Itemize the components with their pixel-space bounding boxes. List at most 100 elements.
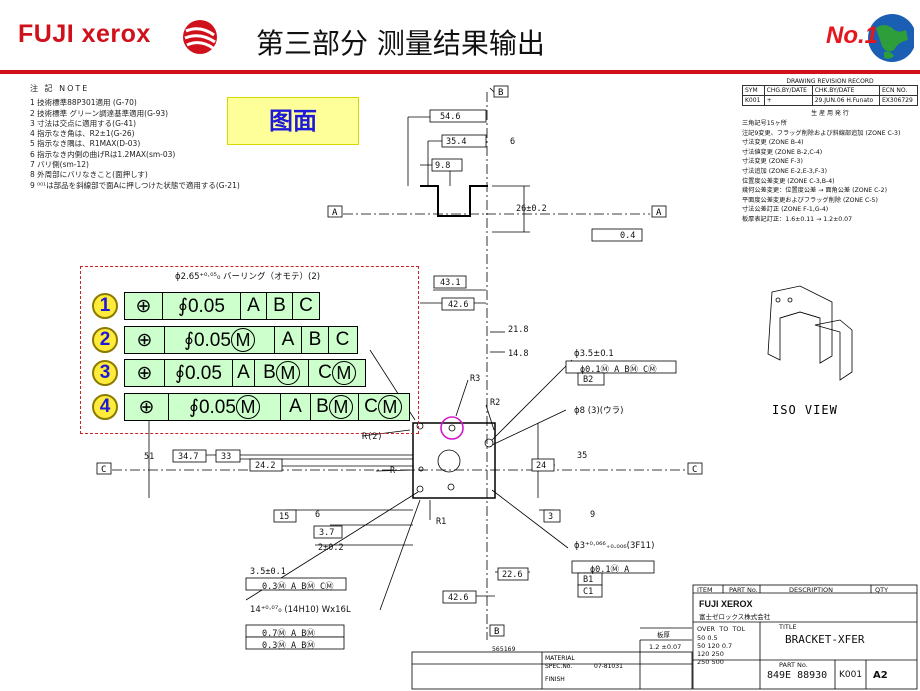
dim-9-8: 9.8 xyxy=(435,161,451,171)
revision-line: 板厚表記訂正：1.6±0.11 → 1.2±0.07 xyxy=(742,215,853,223)
table-header: CHK.BY/DATE xyxy=(811,85,880,96)
iso-view-label: ISO VIEW xyxy=(772,403,838,417)
hole-callout-3-5: ϕ3.5±0.1 xyxy=(574,349,614,359)
radius-r2: R2 xyxy=(490,398,501,408)
datum-a-right: A xyxy=(656,208,662,218)
revision-line: 平面度公差変更およびフラッグ削除 (ZONE C-5) xyxy=(742,196,878,204)
fcf-datum-c1: C1 xyxy=(583,587,594,597)
slide-header: FUJI xerox 第三部分 测量结果输出 No.1 xyxy=(0,0,920,74)
mmc-modifier-icon: M xyxy=(328,395,353,419)
datum-ref: B xyxy=(302,327,329,353)
tb-tol-row: 250 500 xyxy=(697,658,724,666)
revision-line: 寸法変更 (ZONE F-3) xyxy=(742,158,803,166)
dim-6b: 6 xyxy=(315,510,321,520)
frame-number-badge: 3 xyxy=(92,360,118,386)
dim-22-6: 22.6 xyxy=(502,570,523,580)
tb-material-label: MATERIAL xyxy=(545,655,575,662)
header-divider xyxy=(0,70,920,74)
position-symbol-icon: ⊕ xyxy=(125,327,165,353)
note-item: 2 技術標準 グリーン調達基準適用(G-93) xyxy=(30,108,169,118)
revision-subtitle: 生 産 用 発 行 xyxy=(811,110,849,117)
mmc-modifier-icon: M xyxy=(235,395,260,419)
table-cell: K001 xyxy=(742,95,765,106)
tb-rev: K001 xyxy=(839,670,863,680)
revision-line: 三角記号15ヶ所 xyxy=(742,120,787,127)
tb-spec-no: 07-81031 xyxy=(594,663,623,670)
note-item: 8 外周部にバリなきこと(面押しす) xyxy=(30,170,148,180)
flatness-value: 0.4 xyxy=(620,231,636,241)
dim-43-1: 43.1 xyxy=(440,278,461,288)
table-header: CHG.BY/DATE xyxy=(763,85,813,96)
position-symbol-icon: ⊕ xyxy=(125,293,163,319)
datum-ref: A xyxy=(275,327,302,353)
slot-callout: 14⁺⁰·⁰⁷₀ (14H10) Wx16L xyxy=(250,605,351,615)
revision-title: DRAWING REVISION RECORD xyxy=(786,78,874,85)
tb-tol-row: 120 250 xyxy=(697,650,724,658)
note-item: 1 技術標準88P301適用 (G-70) xyxy=(30,98,137,108)
revision-line: 幾何公差変更：位置度公差 → 面角公差 (ZONE C-2) xyxy=(742,187,888,195)
tb-spec-label: SPEC.No. xyxy=(545,663,573,670)
drawing-number: 565169 xyxy=(492,645,516,653)
mmc-modifier-icon: M xyxy=(377,395,402,419)
fcf-datum-b1: B1 xyxy=(583,575,594,585)
revision-line: 寸法変更 (ZONE B-4) xyxy=(742,139,804,147)
tb-part-no: 849E 88930 xyxy=(767,670,828,681)
hole-callout-3f11: ϕ3⁺⁰·⁰⁶⁶₊₀.₀₀₆(3F11) xyxy=(574,541,655,551)
engineering-drawing: B A A C C B xyxy=(96,85,918,690)
tolerance-highlight-box xyxy=(80,266,419,434)
note-item: 5 指示なき隅は、R1MAX(D-03) xyxy=(30,139,141,149)
mmc-modifier-icon: M xyxy=(275,361,300,385)
tb-title-label: TITLE xyxy=(779,623,797,631)
dim-6: 6 xyxy=(510,137,516,147)
mmc-modifier-icon: M xyxy=(331,361,356,385)
datum-ref: C xyxy=(335,329,350,350)
notes-panel: 注 記 NOTE 1 技術標準88P301適用 (G-70) 2 技術標準 グリ… xyxy=(30,84,240,191)
frame-number-badge: 4 xyxy=(92,394,118,420)
datum-c-left: C xyxy=(101,465,106,475)
tb-finish-label: FINISH xyxy=(545,676,565,683)
datum-b-top: B xyxy=(498,88,503,98)
revision-table: SYM CHG.BY/DATE CHK.BY/DATE ECN NO. K001… xyxy=(742,85,919,106)
dim-3: 3 xyxy=(548,512,554,522)
table-header: ECN NO. xyxy=(878,85,919,96)
revision-line: 位置度公差変更 (ZONE C-3,B-4) xyxy=(742,177,835,185)
radius-r: R xyxy=(390,466,396,476)
position-symbol-icon: ⊕ xyxy=(125,360,165,386)
dim-3-5: 3.5±0.1 xyxy=(250,567,286,577)
hole-callout-burring: ϕ2.65⁺⁰·⁰⁵₀ バーリング（オモテ）(2) xyxy=(175,272,321,282)
tb-size: A2 xyxy=(873,670,888,681)
table-cell: + xyxy=(763,95,813,106)
revision-line: 寸法追加 (ZONE E-2,E-3,F-3) xyxy=(742,167,827,175)
radius-r3: R3 xyxy=(470,374,481,384)
table-header: SYM xyxy=(742,85,765,96)
xerox-sphere-icon xyxy=(183,20,217,54)
dim-42-6b: 42.6 xyxy=(448,593,469,603)
tb-thickness: 1.2 ±0.07 xyxy=(649,643,682,651)
datum-ref: A xyxy=(233,360,255,386)
tb-col-desc: DESCRIPTION xyxy=(789,586,833,594)
dim-24-2: 24.2 xyxy=(255,461,276,471)
tb-thickness-label: 板厚 xyxy=(657,631,670,639)
dim-33: 33 xyxy=(221,452,232,462)
globe-icon xyxy=(868,14,914,62)
fcf-hole-perpendicular: ϕ0.1Ⓜ A xyxy=(590,565,630,575)
datum-a-left: A xyxy=(332,208,338,218)
table-cell: EX306729 xyxy=(878,95,919,106)
tb-part-label: PART No. xyxy=(779,661,808,669)
tb-col-qty: QTY xyxy=(875,586,889,594)
frame-number-badge: 2 xyxy=(92,327,118,353)
tolerance-value: ∮0.05 xyxy=(163,293,241,319)
dim-14-8: 14.8 xyxy=(508,349,529,359)
radius-r1: R1 xyxy=(436,517,447,527)
dim-42-6: 42.6 xyxy=(448,300,469,310)
no1-badge: No.1 xyxy=(826,22,879,49)
revision-line: 寸法公差訂正 (ZONE F-1,G-4) xyxy=(742,206,829,214)
view-label: 图面 xyxy=(227,97,359,145)
datum-ref: A xyxy=(241,293,267,319)
dim-51: 51 xyxy=(144,452,155,462)
